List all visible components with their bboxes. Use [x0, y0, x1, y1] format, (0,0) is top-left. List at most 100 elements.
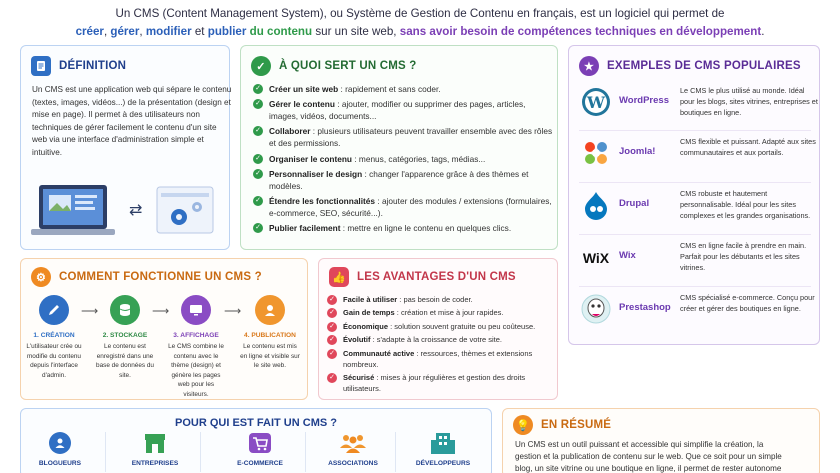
summary-card: 💡 EN RÉSUMÉ Un CMS est un outil puissant… [502, 408, 820, 473]
joomla-icon [585, 142, 607, 164]
divider [395, 432, 396, 472]
item-bold: Économique [343, 321, 389, 331]
item-bold: Collaborer [269, 126, 311, 137]
intro-text: Un CMS (Content Management System), ou S… [0, 5, 840, 41]
advantages-card: 👍 LES AVANTAGES D'UN CMS ✓Facile à utili… [318, 258, 558, 400]
item-bold: Organiser le contenu [269, 153, 352, 164]
intro-line-2: créer, gérer, modifier et publier du con… [0, 23, 840, 41]
cms-row-joomla: Joomla! CMS flexible et puissant. Adapté… [579, 130, 816, 180]
list-item: ✓Publier facilement : mettre en ligne le… [253, 222, 553, 234]
list-item: ✓ Évolutif : s'adapte à la croissance de … [327, 334, 553, 346]
audience-title: POUR QUI EST FAIT UN CMS ? [175, 417, 337, 429]
cms-row-wordpress: W WordPress Le CMS le plus utilisé au mo… [579, 79, 818, 129]
lightbulb-icon: 💡 [513, 415, 533, 435]
intro-end: . [761, 25, 765, 38]
divider [579, 182, 811, 183]
cms-desc: CMS spécialisé e-commerce. Conçu pour cr… [680, 293, 815, 313]
item-text: : ajouter, modifier ou supprimer des pag… [269, 99, 526, 122]
item-bold: Gérer le contenu [269, 99, 335, 110]
cms-row-drupal: Drupal CMS robuste et hautement personna… [579, 182, 811, 232]
item-text: : s'adapte à la croissance de votre site… [370, 335, 503, 345]
cms-name: Wix [619, 250, 636, 261]
check-icon: ✓ [253, 153, 263, 164]
user-icon [49, 432, 71, 454]
list-item: ✓Étendre les fonctionnalités : ajouter d… [253, 195, 553, 219]
step-desc: L'utilisateur crée ou modifie du contenu… [26, 343, 82, 379]
check-icon: ✓ [327, 295, 337, 305]
check-icon: ✓ [253, 168, 263, 179]
popular-header: ★ EXEMPLES DE CMS POPULAIRES [579, 56, 801, 76]
list-item: ✓Sécurisé : mises à jour régulières et g… [327, 372, 553, 394]
list-item: ✓Communauté active : ressources, thèmes … [327, 348, 553, 370]
divider [200, 432, 201, 472]
divider [305, 432, 306, 472]
divider [579, 234, 811, 235]
divider [579, 286, 811, 287]
thumbs-up-icon: 👍 [329, 267, 349, 287]
item-text: : changer l'apparence grâce à des thèmes… [269, 168, 529, 191]
list-item: ✓Créer un site web : rapidement et sans … [253, 83, 553, 95]
cms-row-prestashop: Prestashop CMS spécialisé e-commerce. Co… [579, 286, 815, 336]
list-item: ✓ Gérer le contenu : ajouter, modifier ou… [253, 98, 553, 122]
audience-label: ENTREPRISES [131, 460, 179, 467]
check-icon: ✓ [327, 335, 337, 346]
cms-desc: Le CMS le plus utilisé au monde. Idéal p… [680, 86, 818, 117]
cms-desc: CMS en ligne facile à prendre en main. P… [680, 241, 807, 272]
svg-text:WiX: WiX [583, 250, 610, 266]
intro-word-publier: publier [207, 25, 247, 38]
check-icon: ✓ [253, 84, 263, 94]
advantages-title: LES AVANTAGES D'UN CMS [357, 271, 516, 283]
list-item: ✓Facile à utiliser : pas besoin de coder… [327, 294, 553, 305]
intro-word-modifier: modifier [145, 25, 192, 38]
how-header: ⚙ COMMENT FONCTIONNE UN CMS ? [31, 267, 262, 287]
intro-highlight-no-skills: sans avoir besoin de compétences techniq… [399, 25, 762, 38]
check-icon: ✓ [253, 99, 263, 110]
check-icon: ✓ [327, 372, 337, 383]
item-text: : création et mise à jour rapides. [394, 308, 504, 318]
divider [105, 432, 106, 472]
intro-word-contenu: du contenu [249, 25, 313, 38]
advantages-header: 👍 LES AVANTAGES D'UN CMS [329, 267, 516, 287]
drupal-icon [585, 192, 607, 220]
cms-name: WordPress [619, 95, 669, 106]
list-item: ✓Gain de temps : création et mise à jour… [327, 307, 553, 319]
store-icon [145, 434, 165, 453]
item-text: : mises à jour régulières et gestion des… [343, 372, 526, 393]
intro-word-creer: créer [75, 25, 104, 38]
cms-name: Prestashop [619, 302, 671, 313]
step-title: 1. CRÉATION [33, 332, 75, 339]
audience-item-ecommerce: E-COMMERCE [220, 432, 300, 467]
popular-cms-card: ★ EXEMPLES DE CMS POPULAIRES W WordPress… [568, 45, 820, 345]
item-text: : pas besoin de coder. [397, 295, 473, 304]
usage-card: ✓ À QUOI SERT UN CMS ? ✓Créer un site we… [240, 45, 558, 250]
intro-sep: , [139, 25, 146, 38]
item-bold: Étendre les fonctionnalités [269, 195, 376, 206]
item-bold: Évolutif [343, 335, 371, 345]
arrow-right-icon: ⟶ [81, 304, 99, 318]
summary-header: 💡 EN RÉSUMÉ [513, 415, 611, 435]
star-icon: ★ [579, 56, 599, 76]
step-desc: Le contenu est enregistré dans une base … [96, 343, 154, 379]
item-bold: Gain de temps [343, 308, 395, 318]
step-title: 2. STOCKAGE [102, 332, 148, 339]
pencil-icon [39, 295, 69, 325]
summary-title: EN RÉSUMÉ [541, 419, 612, 431]
item-bold: Communauté active [343, 348, 415, 358]
laptop-sync-illustration: ⇄ [31, 185, 214, 235]
globe-user-icon [255, 295, 285, 325]
cms-desc: CMS flexible et puissant. Adapté aux sit… [680, 137, 816, 157]
arrow-right-icon: ⟶ [224, 304, 242, 318]
item-text: : rapidement et sans coder. [338, 84, 441, 94]
popular-title: EXEMPLES DE CMS POPULAIRES [607, 60, 801, 72]
step-title: 3. AFFICHAGE [173, 332, 219, 339]
check-icon: ✓ [253, 223, 263, 234]
cms-desc: CMS robuste et hautement personnalisable… [680, 189, 811, 220]
audience-item-blogueurs: BLOGUEURS [20, 432, 100, 467]
group-icon [340, 435, 366, 453]
cart-icon [249, 433, 271, 453]
intro-sep: et [191, 25, 208, 38]
wix-icon: WiX [583, 250, 610, 266]
wordpress-icon: W [582, 88, 610, 116]
definition-header: DÉFINITION [31, 56, 126, 76]
audience-label: BLOGUEURS [38, 460, 82, 467]
